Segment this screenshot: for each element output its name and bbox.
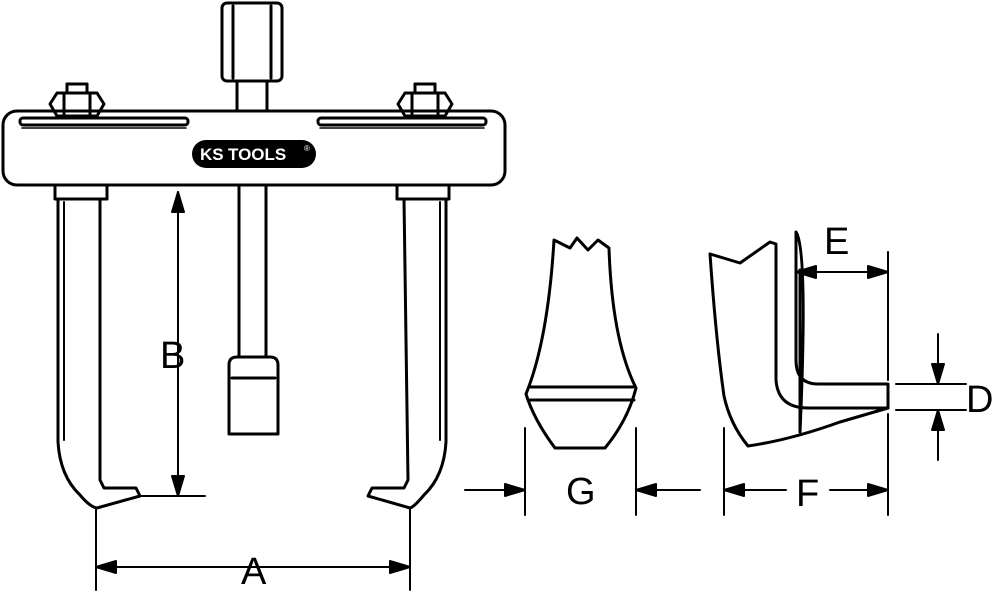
dimension-e bbox=[795, 251, 889, 381]
dimension-label-a: A bbox=[241, 551, 267, 591]
dimension-label-e: E bbox=[824, 221, 849, 263]
logo-brand-ks: KS bbox=[200, 145, 224, 164]
dimension-b bbox=[139, 191, 206, 497]
jaw-front-view bbox=[524, 236, 638, 450]
spindle-upper-shaft bbox=[235, 79, 269, 113]
spindle-hex-head bbox=[220, 1, 284, 83]
jaw-side-view bbox=[708, 230, 890, 434]
dimension-g bbox=[464, 427, 701, 516]
dimension-label-g: G bbox=[566, 471, 596, 513]
logo-brand-tools: TOOLS bbox=[228, 145, 286, 164]
spindle-lower-shaft bbox=[237, 183, 268, 359]
dimension-label-b: B bbox=[160, 335, 185, 377]
logo-registered-mark: ® bbox=[304, 144, 310, 153]
spindle-pressure-tip bbox=[227, 355, 280, 436]
dimension-d bbox=[895, 333, 967, 461]
ks-tools-logo: KS TOOLS ® bbox=[192, 140, 316, 168]
left-jaw-leg bbox=[53, 183, 142, 510]
jaw-side-view-outline bbox=[708, 252, 890, 448]
dimension-label-d: D bbox=[966, 379, 993, 421]
crossbeam bbox=[1, 109, 507, 187]
right-jaw-leg bbox=[366, 183, 451, 510]
dimension-a bbox=[95, 507, 411, 591]
dimension-label-f: F bbox=[796, 473, 819, 515]
puller-assembly: KS TOOLS ® bbox=[1, 1, 507, 510]
dimension-f bbox=[723, 413, 889, 516]
